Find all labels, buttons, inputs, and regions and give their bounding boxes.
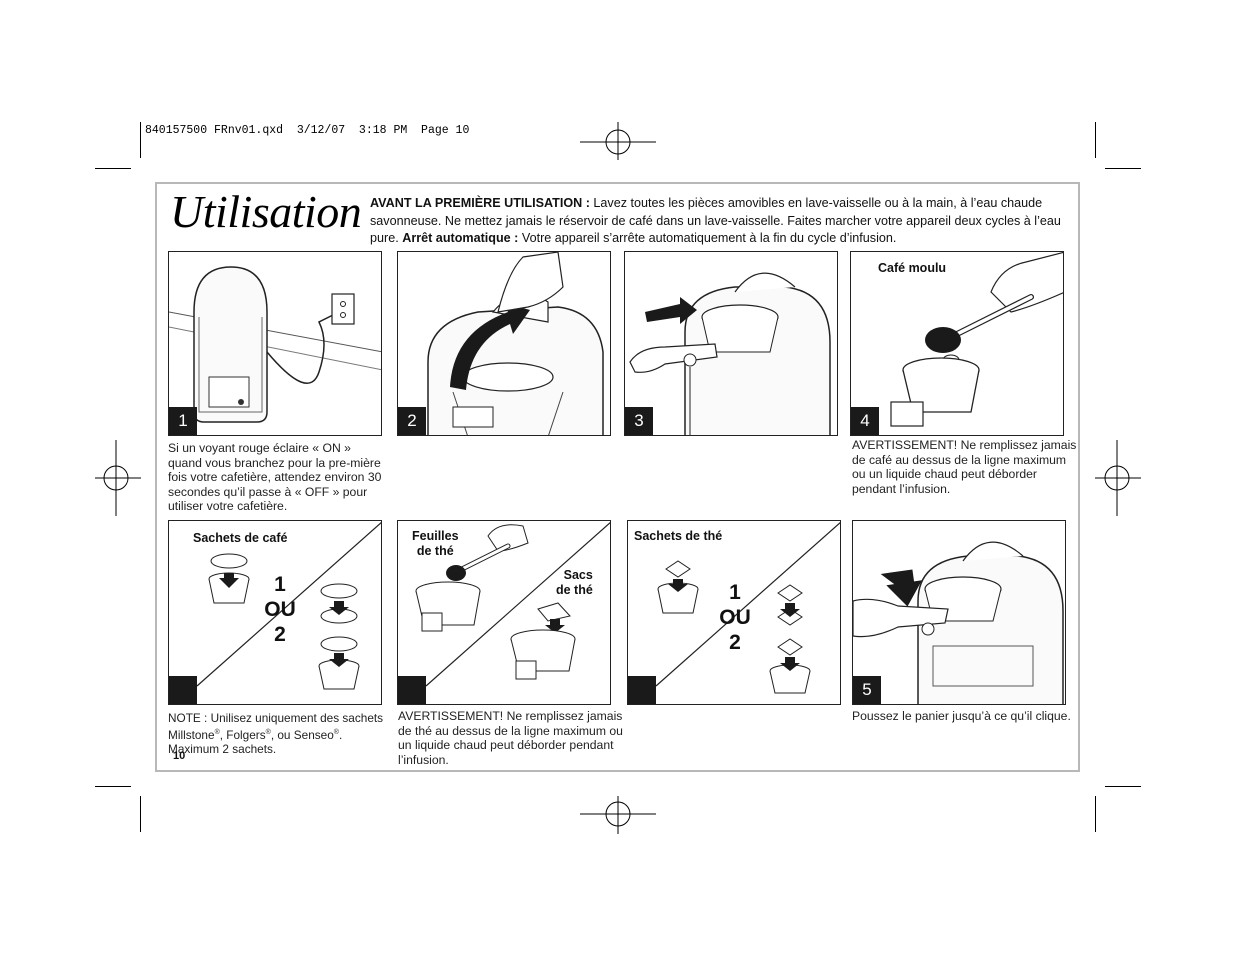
figure-4-caption: AVERTISSEMENT! Ne remplissez jamais de c… <box>852 438 1077 496</box>
coffee-maker-plug-illustration <box>169 266 381 423</box>
intro-lead-text: Lavez toutes les pièces amovibles en lav… <box>370 196 1061 245</box>
intro-lead-bold: AVANT LA PREMIÈRE UTILISATION : <box>370 196 590 210</box>
step-badge-blank-5 <box>169 676 197 704</box>
registration-mark-left <box>95 440 141 516</box>
tea-option-1-number: 1 <box>729 581 741 604</box>
registration-mark-right <box>1095 440 1141 516</box>
note-line-2: Maximum 2 sachets. <box>168 741 277 756</box>
step-badge-3: 3 <box>625 407 653 435</box>
figure-8-caption: Poussez le panier jusqu’à ce qu’il cliqu… <box>852 709 1071 723</box>
tea-leaves-label: Feuilles de thé <box>412 529 459 559</box>
tea-option-2-number: 2 <box>729 631 741 654</box>
note-mid: , Folgers <box>219 727 266 742</box>
figure-2-open-lid: 2 <box>397 251 611 436</box>
remove-basket-illustration <box>629 272 831 435</box>
figure-4-ground-coffee: Café moulu 4 <box>850 251 1064 436</box>
note-reg-1: ® <box>214 728 220 736</box>
ground-coffee-label: Café moulu <box>878 261 947 275</box>
figure-1-caption: Si un voyant rouge éclaire « ON » quand … <box>168 441 382 513</box>
note-caption: NOTE : Unilisez uniquement des sachets M… <box>168 711 393 756</box>
option-1-number: 1 <box>274 573 286 596</box>
tea-pods-illustration <box>655 521 840 694</box>
page-title: Utilisation <box>170 186 362 237</box>
figure-3-remove-basket: 3 <box>624 251 838 436</box>
tea-leaves-label-line-2: de thé <box>416 544 454 558</box>
tea-pods-label: Sachets de thé <box>634 529 723 543</box>
option-or-text: OU <box>264 598 296 621</box>
note-prefix: NOTE : Unilisez uniquement des sachets M… <box>168 711 384 742</box>
intro-auto-text: Votre appareil s’arrête automatiquement … <box>518 231 897 245</box>
note-reg-2: ® <box>265 728 271 736</box>
tea-bags-label-line-2: de thé <box>556 583 593 597</box>
step-badge-2: 2 <box>398 407 426 435</box>
ground-coffee-scoop-illustration <box>890 252 1063 427</box>
figure-1-plug-in: 1 <box>168 251 382 436</box>
step-badge-5: 5 <box>853 676 881 704</box>
step-badge-blank-7 <box>628 676 656 704</box>
step-badge-1: 1 <box>169 407 197 435</box>
figure-6-caption: AVERTISSEMENT! Ne remplissez jamais de t… <box>398 709 623 767</box>
step-badge-4: 4 <box>851 407 879 435</box>
tea-leaves-bags-illustration <box>415 521 610 687</box>
push-basket-illustration <box>853 541 1064 704</box>
open-lid-illustration <box>427 252 604 435</box>
coffee-pods-label: Sachets de café <box>193 531 288 545</box>
figure-7-tea-pods: Sachets de thé 1 OU 2 <box>627 520 841 705</box>
registration-mark-bottom <box>580 796 656 834</box>
registration-mark-top <box>580 122 656 160</box>
coffee-pods-illustration <box>196 521 381 690</box>
intro-paragraph: AVANT LA PREMIÈRE UTILISATION : Lavez to… <box>370 195 1070 248</box>
figure-8-push-basket: 5 <box>852 520 1066 705</box>
figure-6-tea-leaves-bags: Feuilles de thé Sacs de thé <box>397 520 611 705</box>
tea-bags-label: Sacs de thé <box>556 568 593 598</box>
page-number: 10 <box>173 750 186 762</box>
note-end: . <box>338 727 343 742</box>
step-badge-blank-6 <box>398 676 426 704</box>
tea-leaves-label-line-1: Feuilles <box>412 529 459 543</box>
note-reg-3: ® <box>333 728 339 736</box>
option-2-number: 2 <box>274 623 286 646</box>
tea-bags-label-line-1: Sacs <box>563 568 593 582</box>
note-tail: , ou Senseo <box>270 727 334 742</box>
tea-option-or-text: OU <box>719 606 751 629</box>
figure-5-coffee-pods: Sachets de café 1 OU 2 <box>168 520 382 705</box>
printer-slug: 840157500 FRnv01.qxd 3/12/07 3:18 PM Pag… <box>145 124 470 137</box>
intro-auto-bold: Arrêt automatique : <box>402 231 519 245</box>
